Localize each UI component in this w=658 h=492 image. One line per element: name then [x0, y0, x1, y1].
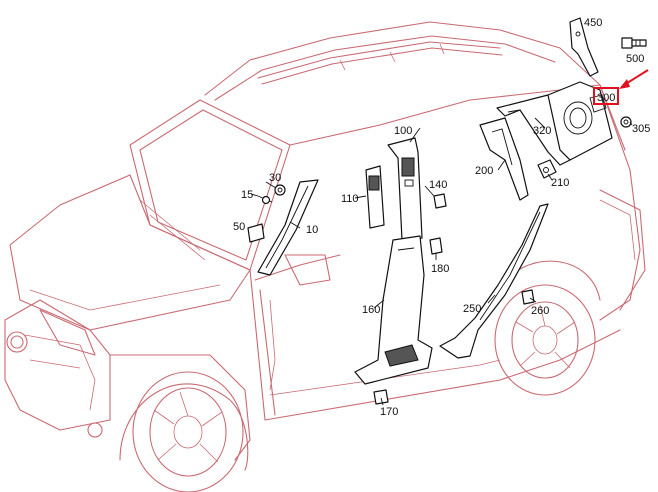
part-500-bolt	[621, 37, 647, 49]
label-180: 180	[431, 263, 449, 275]
label-160: 160	[362, 304, 380, 316]
label-170: 170	[380, 406, 398, 418]
leader-lines	[250, 117, 633, 406]
label-260: 260	[531, 305, 549, 317]
part-10-a-pillar-trim	[257, 179, 319, 276]
label-250: 250	[463, 303, 481, 315]
part-210-clip	[537, 159, 557, 179]
part-140-clip	[433, 193, 447, 209]
label-300: 300	[597, 92, 615, 104]
highlight-box-300	[593, 87, 619, 105]
label-450: 450	[584, 17, 602, 29]
part-180-clip	[429, 237, 443, 255]
part-200-pillar-trim	[479, 117, 529, 201]
part-250-lower-trim	[439, 203, 549, 359]
part-15-screw	[257, 195, 273, 205]
part-170-clip	[373, 389, 389, 405]
vehicle-outline	[4, 21, 646, 492]
label-140: 140	[429, 179, 447, 191]
part-160-b-pillar-lower	[354, 235, 433, 385]
label-305: 305	[632, 123, 650, 135]
part-450-bracket	[569, 17, 599, 77]
part-labels: 450 500 300 305 320 100 200 210 30 15 50…	[233, 17, 650, 418]
part-110-belt-guide	[365, 165, 385, 229]
part-30-clip	[274, 184, 286, 196]
part-260-clip	[521, 289, 535, 305]
label-30: 30	[269, 172, 281, 184]
part-305-clip	[620, 116, 632, 128]
label-100: 100	[394, 125, 412, 137]
part-100-b-pillar-upper	[387, 137, 423, 241]
label-500: 500	[626, 53, 644, 65]
label-200: 200	[475, 165, 493, 177]
part-50-clip	[247, 223, 265, 243]
label-10: 10	[306, 224, 318, 236]
label-15: 15	[241, 189, 253, 201]
highlight-arrow	[619, 69, 649, 89]
part-320-trim	[496, 94, 571, 166]
label-50: 50	[233, 221, 245, 233]
label-210: 210	[551, 177, 569, 189]
label-110: 110	[341, 193, 359, 205]
label-320: 320	[533, 125, 551, 137]
